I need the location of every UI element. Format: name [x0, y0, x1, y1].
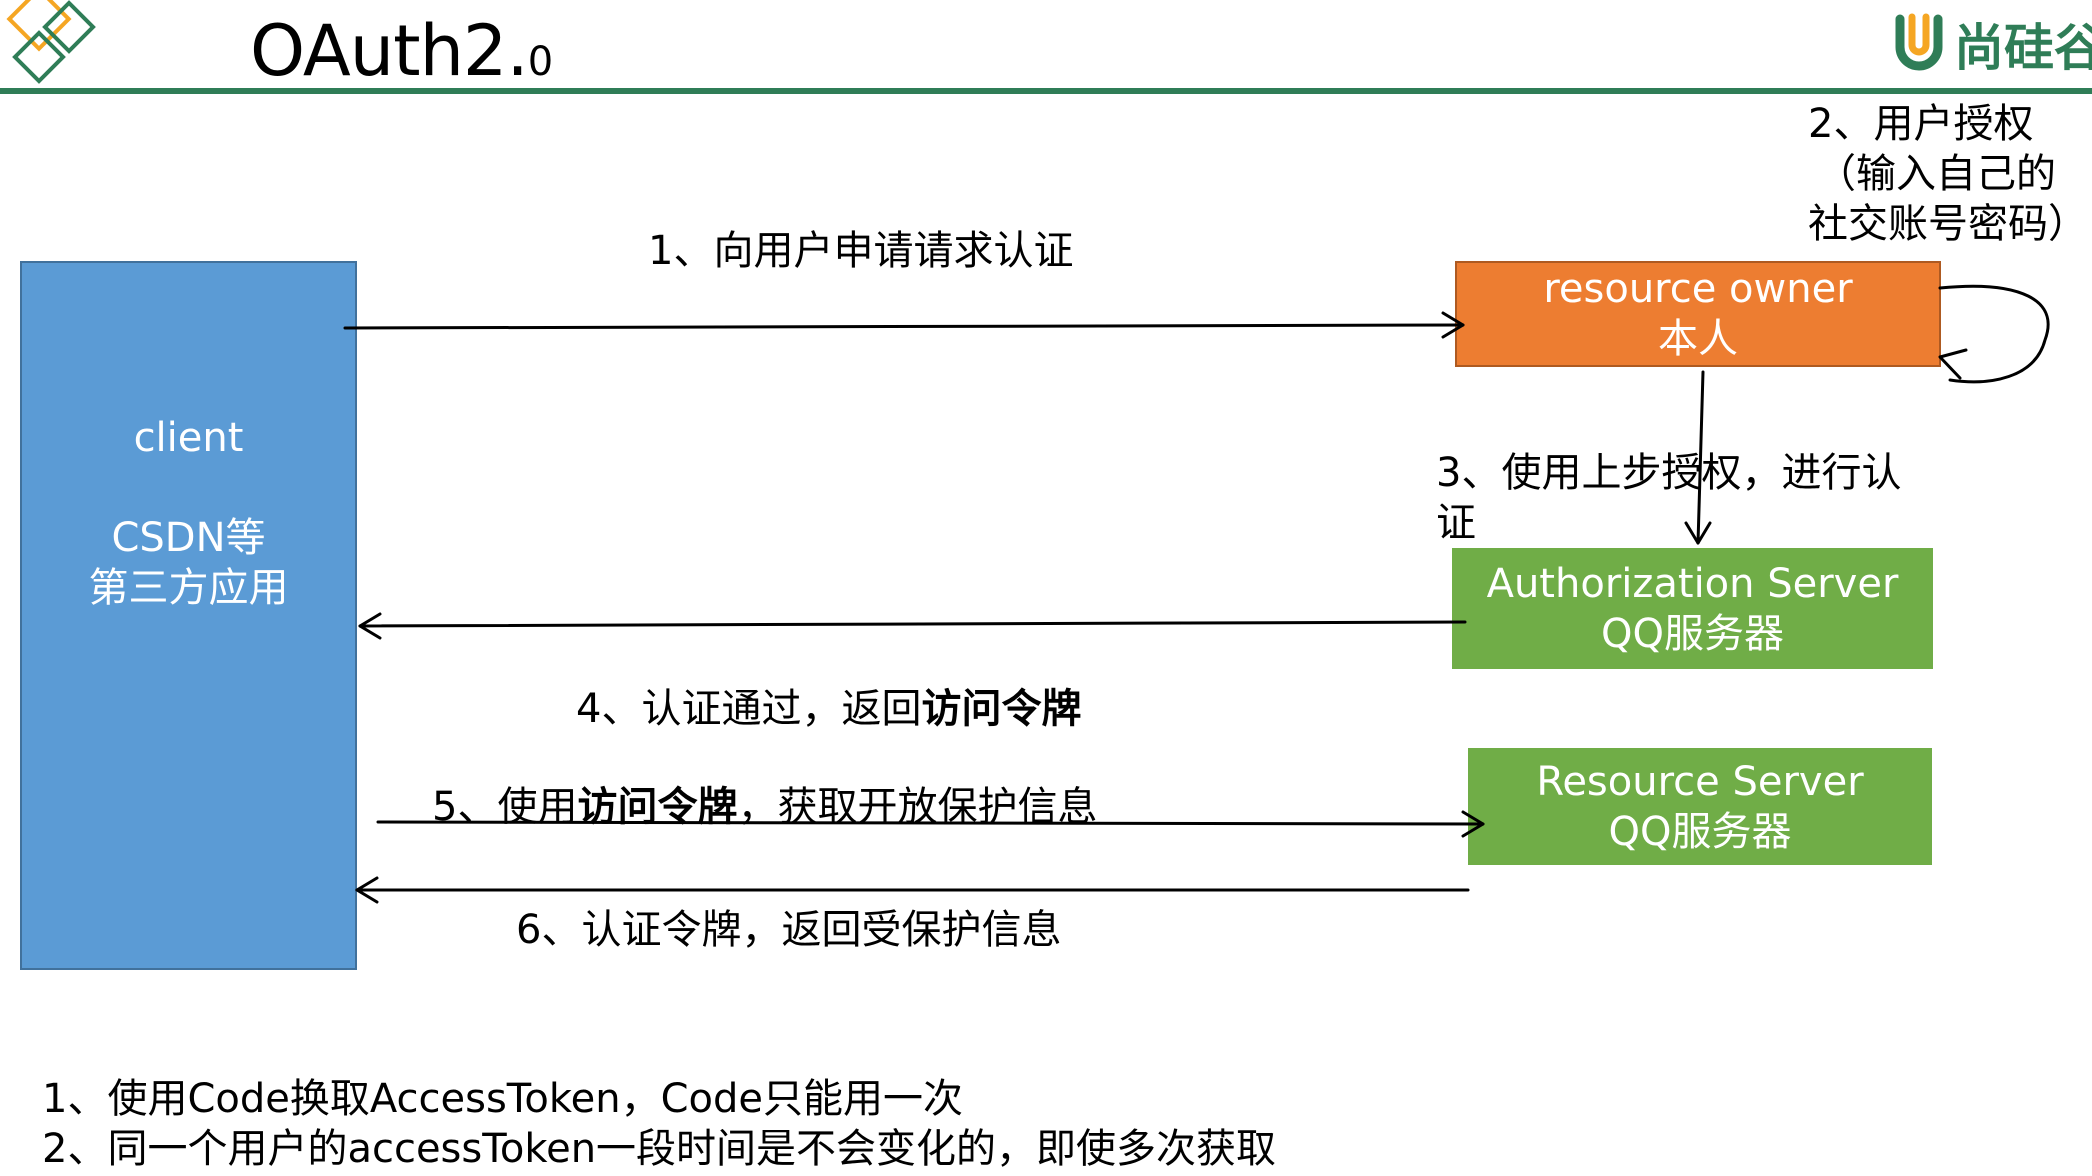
resource-owner-box: resource owner 本人: [1455, 261, 1941, 367]
step4-label-text: 4、认证通过，返回: [576, 686, 922, 732]
step6-label: 6、认证令牌，返回受保护信息: [516, 907, 1062, 953]
brand-name: 尚硅谷: [1954, 19, 2092, 77]
step4-label-bold: 访问令牌: [921, 686, 1082, 732]
header-divider: [0, 88, 2092, 94]
page-title-main: OAuth2.: [250, 10, 529, 92]
logo-diamonds-icon: [6, 0, 96, 84]
arrow-step1: [343, 311, 1465, 339]
step3-label-line2: 证: [1436, 500, 1476, 546]
client-box: client CSDN等 第三方应用: [20, 261, 357, 970]
step5-label-bold: 访问令牌: [577, 784, 738, 830]
step1-label: 1、向用户申请请求认证: [648, 228, 1074, 274]
step5-label-post: ，获取开放保护信息: [737, 784, 1098, 830]
note-item: 2、同一个用户的accessToken一段时间是不会变化的，即使多次获取: [42, 1126, 1277, 1172]
authorization-server-box: Authorization Server QQ服务器: [1452, 548, 1933, 669]
note-item: 1、使用Code换取AccessToken，Code只能用一次: [42, 1076, 963, 1122]
arrow-step2-loop: [1938, 284, 2050, 384]
resource-server-box: Resource Server QQ服务器: [1468, 748, 1932, 865]
arrow-step4: [358, 612, 1467, 640]
step5-label-pre: 5、使用: [432, 784, 578, 830]
client-label: client: [133, 415, 244, 461]
arrow-step5: [376, 810, 1485, 838]
brand-logo: 尚硅谷: [1890, 8, 2092, 80]
client-example-line2: 第三方应用: [88, 565, 289, 611]
resource-server-label: Resource Server: [1536, 758, 1864, 805]
step2-label-line1: 2、用户授权: [1808, 101, 2034, 147]
step4-label: 4、认证通过，返回访问令牌: [576, 684, 1081, 734]
notes-list: 1、使用Code换取AccessToken，Code只能用一次 2、同一个用户的…: [42, 1074, 1276, 1174]
step3-label-line1: 3、使用上步授权，进行认: [1436, 450, 1902, 496]
page-title: OAuth2.0: [250, 6, 553, 107]
step2-label-line3: 社交账号密码）: [1808, 201, 2088, 247]
authorization-server-label: Authorization Server: [1486, 560, 1899, 607]
client-example-line1: CSDN等: [111, 515, 266, 561]
brand-u-icon: [1895, 13, 1943, 71]
authorization-server-cn: QQ服务器: [1601, 610, 1784, 657]
resource-server-cn: QQ服务器: [1608, 808, 1792, 855]
arrow-step3: [1684, 370, 1712, 545]
step2-label-line2: （输入自己的: [1816, 151, 2056, 197]
page-title-sub: 0: [527, 39, 553, 85]
step5-label: 5、使用访问令牌，获取开放保护信息: [432, 782, 1097, 832]
resource-owner-label: resource owner: [1543, 266, 1853, 312]
resource-owner-cn: 本人: [1658, 316, 1738, 362]
arrow-step6: [355, 876, 1470, 904]
